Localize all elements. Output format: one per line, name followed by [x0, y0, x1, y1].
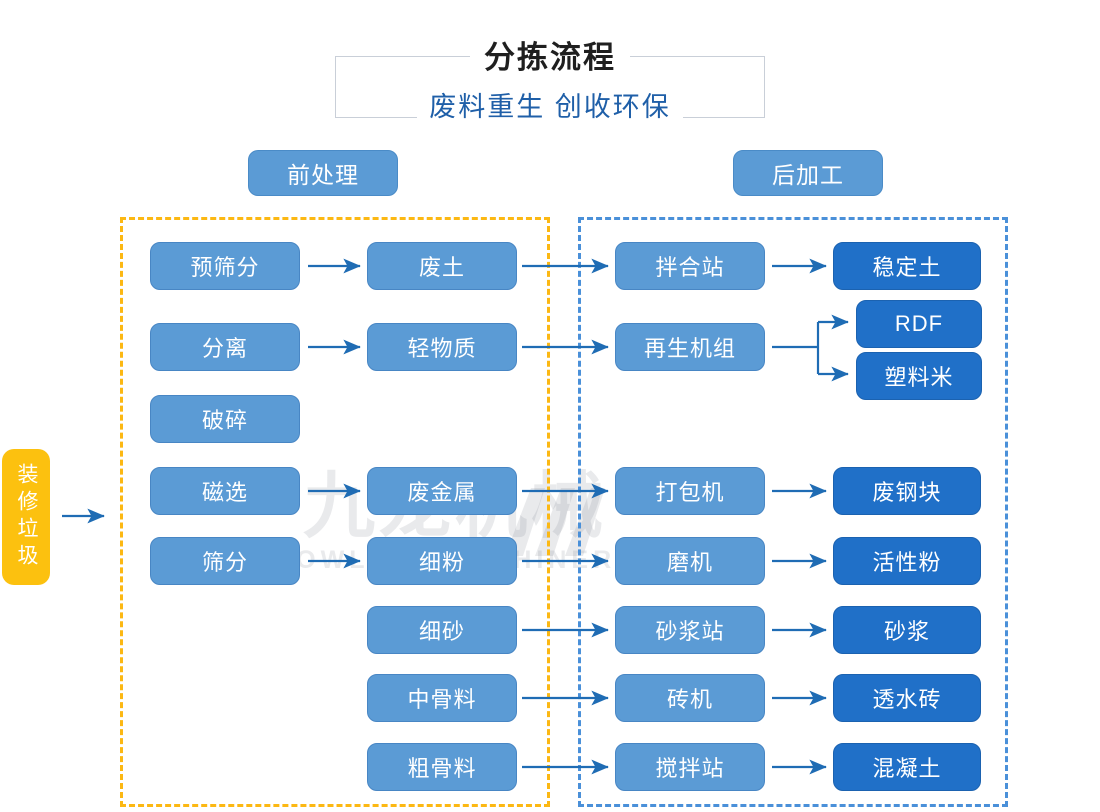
section-header-post[interactable]: 后加工 — [733, 150, 883, 196]
node-mill[interactable]: 磨机 — [615, 537, 765, 585]
page-title-text: 分拣流程 — [470, 40, 630, 75]
section-header-pre[interactable]: 前处理 — [248, 150, 398, 196]
node-scrap-steel[interactable]: 废钢块 — [833, 467, 981, 515]
node-fine-powder[interactable]: 细粉 — [367, 537, 517, 585]
page-subtitle-text: 废料重生 创收环保 — [417, 92, 683, 122]
zone-post-processing — [578, 217, 1008, 807]
zone-pre-processing — [120, 217, 550, 807]
node-recycling-unit[interactable]: 再生机组 — [615, 323, 765, 371]
node-waste-soil[interactable]: 废土 — [367, 242, 517, 290]
node-coarse-aggregate[interactable]: 粗骨料 — [367, 743, 517, 791]
node-pre-screening[interactable]: 预筛分 — [150, 242, 300, 290]
node-brick-machine[interactable]: 砖机 — [615, 674, 765, 722]
page-subtitle: 废料重生 创收环保 — [0, 85, 1100, 124]
node-rdf[interactable]: RDF — [856, 300, 982, 348]
node-baler[interactable]: 打包机 — [615, 467, 765, 515]
node-mortar-station[interactable]: 砂浆站 — [615, 606, 765, 654]
node-medium-aggregate[interactable]: 中骨料 — [367, 674, 517, 722]
node-fine-sand[interactable]: 细砂 — [367, 606, 517, 654]
node-crushing[interactable]: 破碎 — [150, 395, 300, 443]
node-mixing-station[interactable]: 拌合站 — [615, 242, 765, 290]
node-magnetic-separation[interactable]: 磁选 — [150, 467, 300, 515]
node-plastic-pellet[interactable]: 塑料米 — [856, 352, 982, 400]
input-node-renovation-waste[interactable]: 装修垃圾 — [2, 449, 50, 585]
node-permeable-brick[interactable]: 透水砖 — [833, 674, 981, 722]
node-concrete[interactable]: 混凝土 — [833, 743, 981, 791]
node-separation[interactable]: 分离 — [150, 323, 300, 371]
page-title: 分拣流程 — [0, 32, 1100, 77]
node-active-powder[interactable]: 活性粉 — [833, 537, 981, 585]
node-mortar[interactable]: 砂浆 — [833, 606, 981, 654]
node-screening[interactable]: 筛分 — [150, 537, 300, 585]
node-mixing-plant[interactable]: 搅拌站 — [615, 743, 765, 791]
node-scrap-metal[interactable]: 废金属 — [367, 467, 517, 515]
node-light-material[interactable]: 轻物质 — [367, 323, 517, 371]
node-stabilized-soil[interactable]: 稳定土 — [833, 242, 981, 290]
